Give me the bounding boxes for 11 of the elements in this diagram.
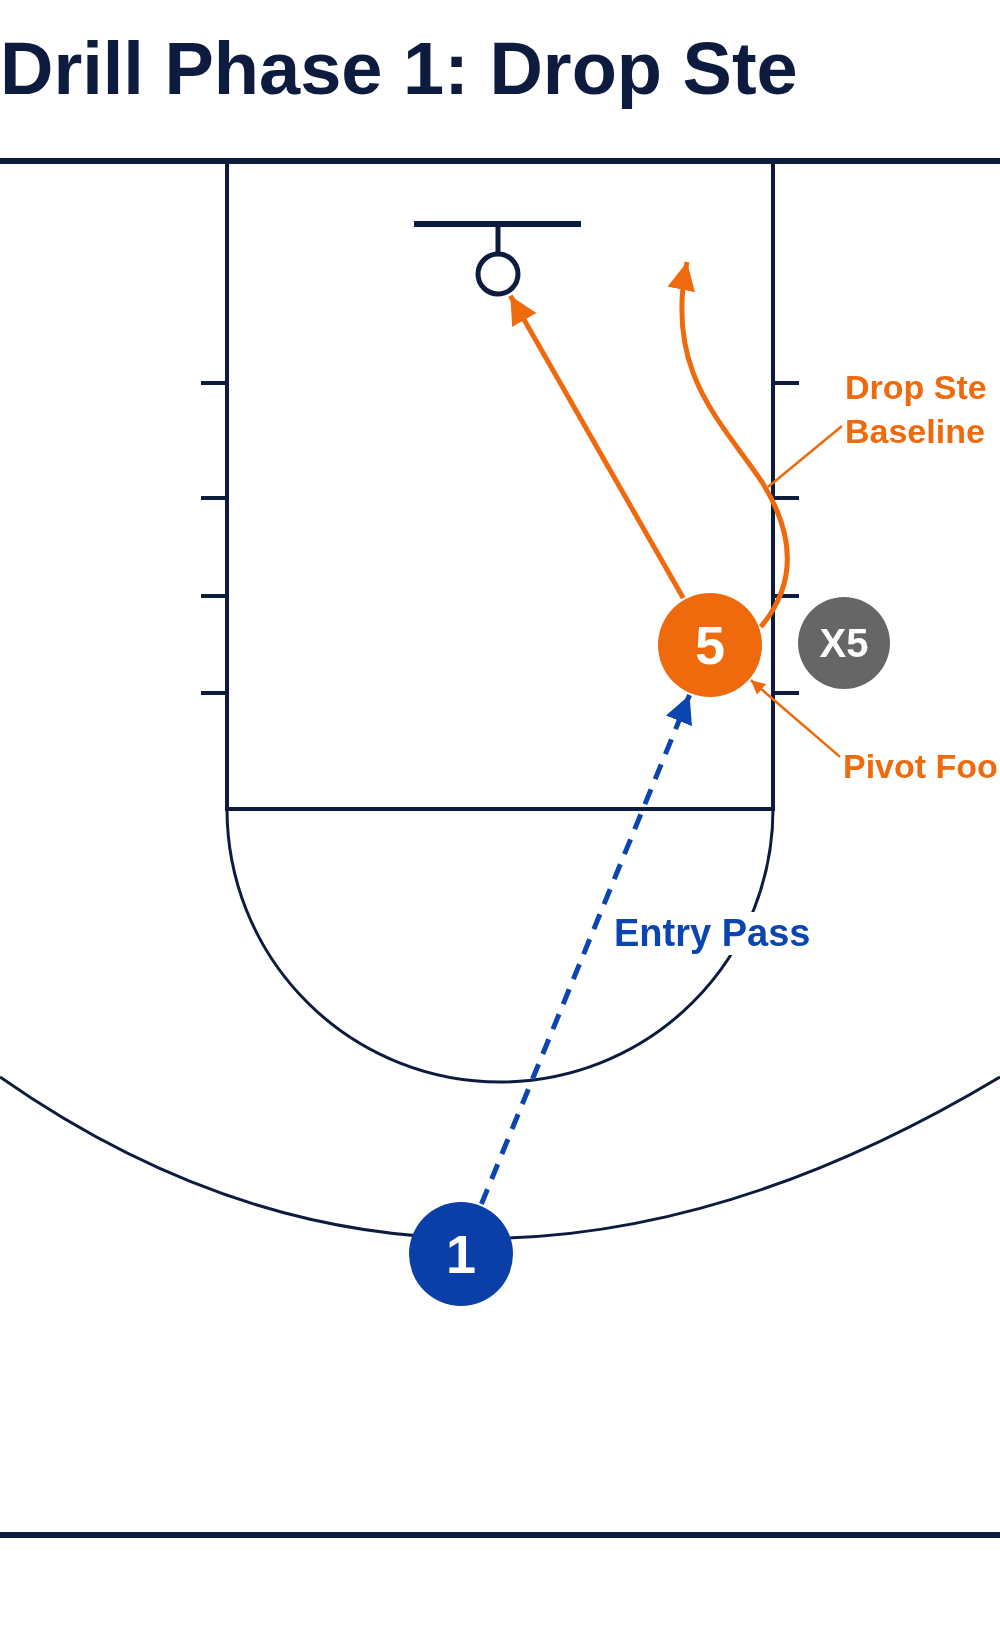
offense-player-marker: 1	[409, 1202, 513, 1306]
defender-marker: X5	[798, 597, 890, 689]
title: Drill Phase 1: Drop Ste	[0, 28, 798, 110]
leader-line	[750, 679, 841, 758]
arrow	[479, 694, 692, 1205]
post-player-marker: 5	[658, 593, 762, 697]
arrow	[668, 261, 790, 629]
leader-line	[767, 425, 843, 488]
annotation-label: Pivot Foo	[843, 746, 999, 787]
arrow	[508, 294, 686, 600]
annotation-label: Drop Ste Baseline	[845, 367, 988, 453]
